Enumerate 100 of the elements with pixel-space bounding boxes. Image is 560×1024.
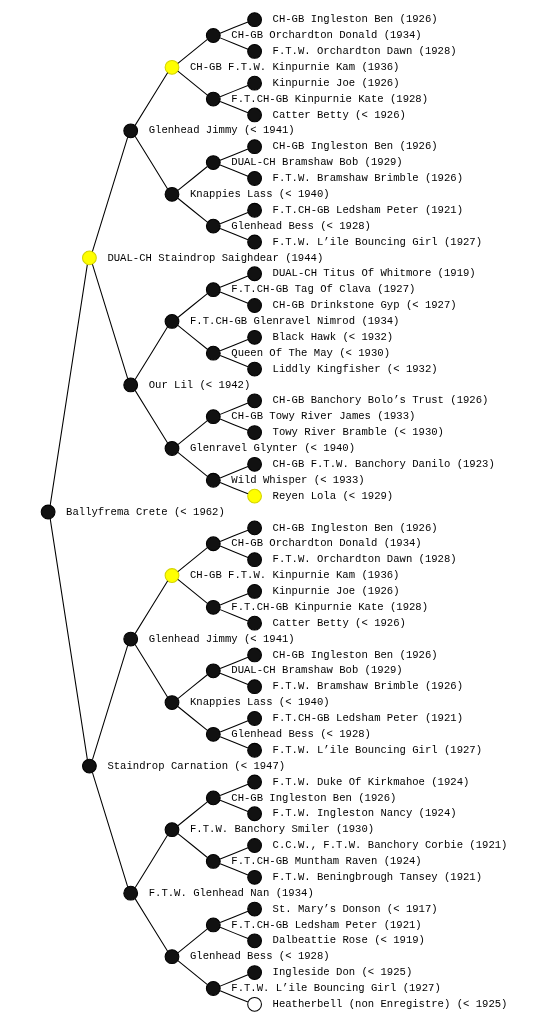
- node-circle: [247, 488, 262, 504]
- node-label: Glenhead Bess (< 1928): [231, 728, 371, 740]
- node-circle: [164, 822, 180, 838]
- node-label: F.T.W. Banchory Smiler (1930): [190, 823, 375, 836]
- connector: [219, 783, 249, 797]
- node-circle: [247, 774, 262, 790]
- node-label: F.T.CH-GB Kinpurnie Kate (1928): [231, 92, 429, 105]
- connector: [219, 593, 249, 606]
- connector: [219, 466, 249, 479]
- connector: [219, 847, 249, 860]
- node-label: F.T.CH-GB Kinpurnie Kate (1928): [231, 600, 429, 613]
- connector: [219, 355, 249, 368]
- node-circle: [247, 44, 262, 59]
- node-label: CH-GB F.T.W. Banchory Danilo (1923): [272, 458, 495, 470]
- connector: [177, 38, 208, 64]
- node-circle: [247, 12, 262, 28]
- connector: [219, 720, 249, 733]
- node-label: Ballyfrema Crete (< 1962): [66, 505, 225, 518]
- node-circle: [247, 933, 262, 949]
- connector: [219, 148, 249, 161]
- connector: [177, 705, 208, 731]
- connector: [219, 402, 249, 415]
- node-label: Wild Whisper (< 1933): [231, 473, 365, 486]
- node-label: F.T.CH-GB Glenravel Nimrod (1934): [190, 315, 400, 328]
- node-label: Glenravel Glynter (< 1940): [190, 442, 356, 455]
- node-circle: [247, 552, 262, 568]
- connector: [134, 72, 169, 126]
- node-circle: [205, 91, 221, 107]
- node-label: CH-GB Banchory Bolo’s Trust (1926): [272, 394, 489, 407]
- node-circle: [247, 901, 262, 917]
- connector: [219, 291, 249, 304]
- connector: [49, 518, 88, 760]
- node-label: St. Mary’s Donson (< 1917): [272, 902, 438, 915]
- node-label: Towy River Bramble (< 1930): [272, 426, 444, 439]
- node-circle: [164, 949, 180, 965]
- node-circle: [205, 663, 221, 679]
- node-circle: [123, 885, 139, 901]
- connector: [219, 84, 249, 98]
- node-circle: [205, 917, 221, 933]
- connector: [219, 275, 249, 288]
- node-circle: [123, 123, 139, 139]
- connector: [177, 166, 208, 191]
- node-circle: [247, 234, 262, 250]
- node-label: Liddly Kingfisher (< 1932): [272, 362, 438, 375]
- node-label: Catter Betty (< 1926): [272, 108, 406, 121]
- connector: [49, 264, 88, 506]
- node-label: C.C.W., F.T.W. Banchory Corbie (1921): [272, 839, 508, 852]
- node-label: Our Lil (< 1942): [148, 378, 251, 391]
- connector: [219, 211, 249, 225]
- node-circle: [247, 202, 262, 218]
- node-label: F.T.W. Glenhead Nan (1934): [148, 886, 314, 899]
- node-circle: [247, 298, 262, 313]
- node-circle: [205, 345, 221, 361]
- node-label: CH-GB Orchardton Donald (1934): [231, 537, 422, 550]
- connector: [219, 926, 249, 940]
- node-circle: [164, 59, 180, 75]
- node-circle: [247, 806, 262, 822]
- node-label: Dalbeattie Rose (< 1919): [272, 934, 425, 947]
- node-label: DUAL-CH Titus Of Whitmore (1919): [272, 267, 476, 280]
- connector: [134, 135, 169, 190]
- node-circle: [82, 758, 97, 774]
- node-label: F.T.W. L’ile Bouncing Girl (1927): [231, 982, 441, 995]
- node-circle: [164, 568, 180, 583]
- node-label: Glenhead Bess (< 1928): [231, 219, 371, 232]
- node-label: CH-GB Ingleston Ben (1926): [231, 791, 397, 804]
- node-label: Staindrop Carnation (< 1947): [107, 759, 286, 772]
- connector: [134, 898, 169, 952]
- node-circle: [247, 361, 262, 377]
- node-label: F.T.CH-GB Ledsham Peter (1921): [231, 918, 422, 931]
- node-label: F.T.CH-GB Ledsham Peter (1921): [272, 712, 464, 725]
- node-circle: [164, 314, 180, 329]
- node-circle: [247, 869, 262, 885]
- node-label: F.T.CH-GB Muntham Raven (1924): [231, 855, 422, 868]
- node-circle: [247, 838, 262, 853]
- connector: [177, 674, 208, 700]
- node-label: Black Hawk (< 1932): [272, 330, 394, 343]
- node-label: CH-GB Ingleston Ben (1926): [272, 521, 438, 534]
- connector: [219, 672, 249, 685]
- node-circle: [247, 456, 262, 472]
- node-circle: [205, 854, 221, 869]
- connector: [219, 37, 249, 50]
- node-circle: [247, 393, 262, 409]
- node-circle: [247, 75, 262, 91]
- node-label: Kinpurnie Joe (1926): [272, 76, 400, 89]
- node-label: CH-GB Ingleston Ben (1926): [272, 648, 438, 661]
- node-label: Ingleside Don (< 1925): [272, 966, 413, 979]
- connector: [219, 910, 249, 924]
- node-label: CH-GB Ingleston Ben (1926): [272, 140, 438, 153]
- node-label: CH-GB Ingleston Ben (1926): [272, 13, 438, 26]
- node-circle: [247, 615, 262, 631]
- node-circle: [247, 107, 262, 123]
- connector: [91, 772, 129, 888]
- node-label: CH-GB Drinkstone Gyp (< 1927): [272, 299, 457, 312]
- node-circle: [205, 536, 221, 552]
- connector: [177, 420, 208, 446]
- connector: [177, 833, 208, 858]
- node-circle: [82, 250, 97, 266]
- node-label: Catter Betty (< 1926): [272, 616, 406, 629]
- node-circle: [247, 647, 262, 663]
- connector: [219, 482, 249, 495]
